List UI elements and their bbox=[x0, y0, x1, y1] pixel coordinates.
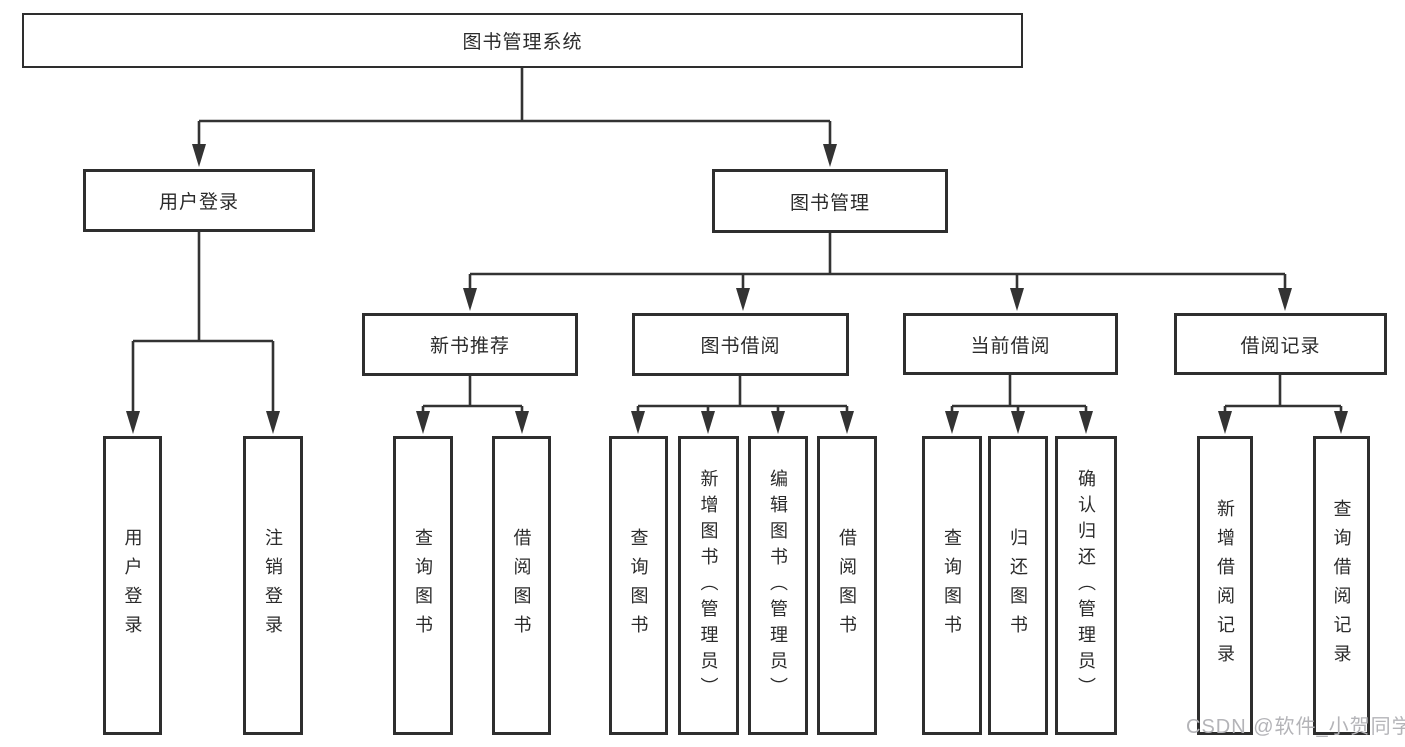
leaf-logout: 注销登录 bbox=[243, 436, 303, 735]
leaf-label: 查询图书 bbox=[942, 527, 962, 644]
leaf-add-book-admin: 新增图书（管理员） bbox=[678, 436, 739, 735]
node-book-management: 图书管理 bbox=[712, 169, 948, 233]
leaf-label: 查询借阅记录 bbox=[1331, 498, 1352, 673]
leaf-query-book-recommend: 查询图书 bbox=[393, 436, 453, 735]
node-label: 当前借阅 bbox=[970, 335, 1051, 357]
node-label: 图书管理系统 bbox=[462, 32, 583, 53]
leaf-return-book: 归还图书 bbox=[988, 436, 1048, 735]
leaf-label: 新增图书（管理员） bbox=[698, 468, 719, 703]
node-label: 借阅记录 bbox=[1240, 335, 1321, 357]
node-library-management-system: 图书管理系统 bbox=[22, 13, 1023, 68]
leaf-add-borrow-record: 新增借阅记录 bbox=[1197, 436, 1253, 735]
node-borrow-record: 借阅记录 bbox=[1174, 313, 1387, 375]
leaf-label: 查询图书 bbox=[628, 527, 649, 644]
leaf-query-book-current: 查询图书 bbox=[922, 436, 982, 735]
leaf-label: 编辑图书（管理员） bbox=[768, 468, 788, 703]
node-new-book-recommend: 新书推荐 bbox=[362, 313, 578, 376]
leaf-label: 注销登录 bbox=[263, 527, 283, 644]
leaf-label: 用户登录 bbox=[122, 527, 143, 644]
leaf-query-borrow-record: 查询借阅记录 bbox=[1313, 436, 1370, 735]
csdn-watermark: CSDN @软件_小贺同学 bbox=[1186, 716, 1405, 738]
node-book-borrow: 图书借阅 bbox=[632, 313, 849, 376]
leaf-user-login: 用户登录 bbox=[103, 436, 162, 735]
leaf-borrow-book-recommend: 借阅图书 bbox=[492, 436, 551, 735]
leaf-borrow-book-borrow: 借阅图书 bbox=[817, 436, 877, 735]
node-label: 用户登录 bbox=[158, 192, 239, 213]
leaf-label: 借阅图书 bbox=[511, 527, 532, 644]
leaf-query-book-borrow: 查询图书 bbox=[609, 436, 668, 735]
node-user-login: 用户登录 bbox=[83, 169, 315, 232]
leaf-label: 归还图书 bbox=[1008, 527, 1028, 644]
leaf-label: 新增借阅记录 bbox=[1215, 498, 1235, 673]
leaf-label: 确认归还（管理员） bbox=[1076, 468, 1096, 703]
leaf-confirm-return-admin: 确认归还（管理员） bbox=[1055, 436, 1117, 735]
leaf-label: 查询图书 bbox=[413, 527, 433, 644]
leaf-label: 借阅图书 bbox=[837, 527, 857, 644]
arrowheads bbox=[126, 144, 1348, 434]
node-current-borrow: 当前借阅 bbox=[903, 313, 1118, 375]
node-label: 图书管理 bbox=[789, 192, 870, 214]
leaf-edit-book-admin: 编辑图书（管理员） bbox=[748, 436, 808, 735]
node-label: 新书推荐 bbox=[429, 336, 510, 357]
node-label: 图书借阅 bbox=[700, 336, 781, 357]
